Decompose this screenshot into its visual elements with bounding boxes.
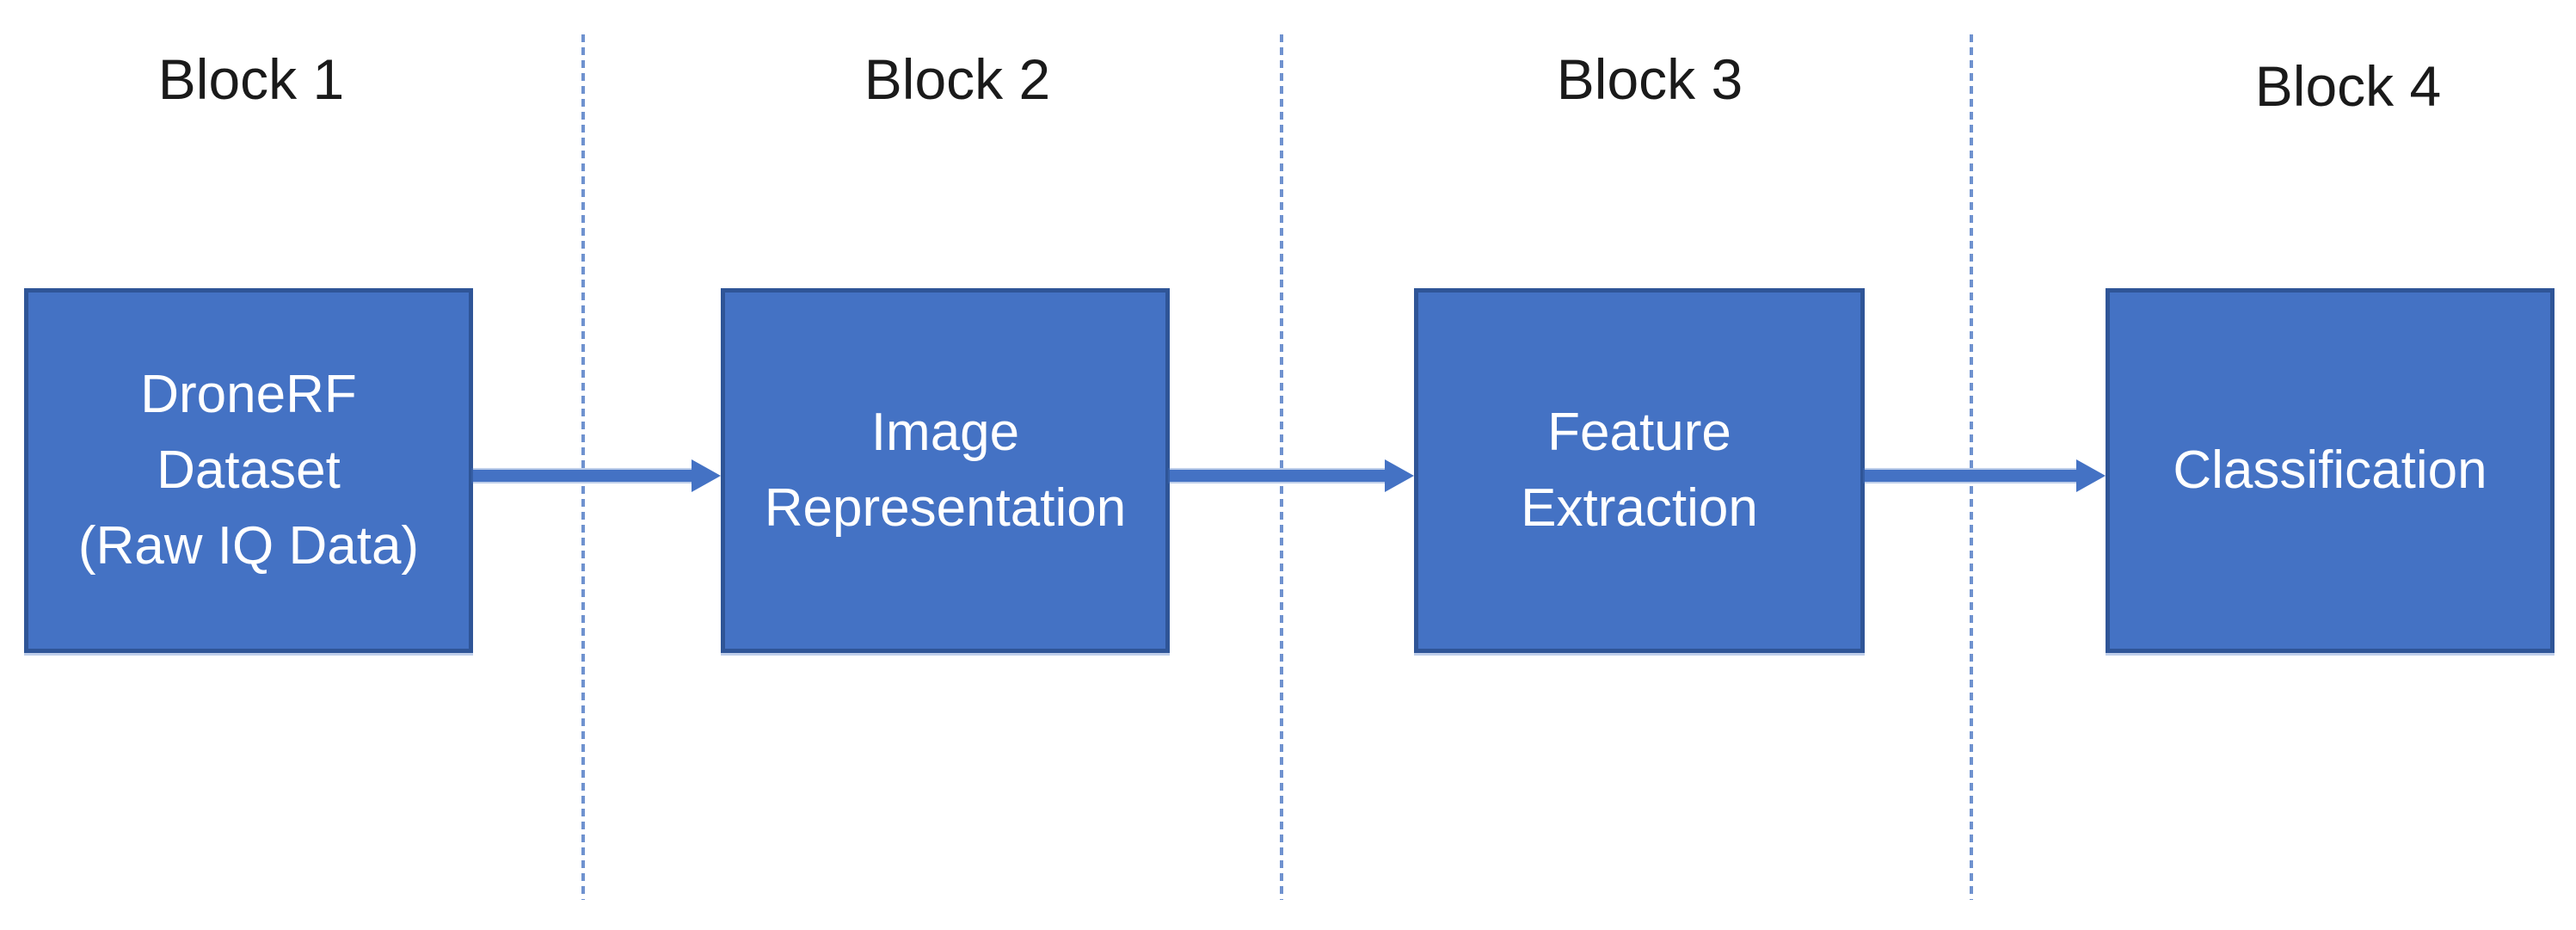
- box-text-line: Feature: [1547, 403, 1731, 462]
- flow-box-classification: Classification: [2106, 288, 2554, 653]
- box-text-line: (Raw IQ Data): [77, 516, 420, 576]
- column-divider-2: [1280, 34, 1283, 900]
- block-label-4: Block 4: [2254, 54, 2442, 118]
- column-divider-3: [1970, 34, 1973, 900]
- box-text-line: Classification: [2173, 440, 2487, 500]
- arrow-head: [2076, 459, 2106, 492]
- box-text-line: Representation: [764, 478, 1127, 538]
- flow-box-dronerf-dataset: DroneRF Dataset (Raw IQ Data): [24, 288, 473, 653]
- flow-arrow-1: [473, 459, 721, 492]
- arrow-head: [692, 459, 721, 492]
- box-text-line: Extraction: [1521, 478, 1758, 538]
- block-label-2: Block 2: [864, 47, 1051, 111]
- flow-box-image-representation: Image Representation: [721, 288, 1170, 653]
- arrow-shaft: [473, 470, 692, 482]
- box-text-line: DroneRF: [140, 365, 357, 424]
- box-text-line: Image: [870, 403, 1020, 462]
- box-text-line: Dataset: [157, 440, 341, 500]
- flow-arrow-3: [1865, 459, 2106, 492]
- block-label-1: Block 1: [157, 47, 345, 111]
- column-divider-1: [581, 34, 585, 900]
- block-label-3: Block 3: [1556, 47, 1743, 111]
- arrow-shaft: [1170, 470, 1385, 482]
- arrow-head: [1385, 459, 1414, 492]
- flow-arrow-2: [1170, 459, 1414, 492]
- arrow-shaft: [1865, 470, 2076, 482]
- flow-box-feature-extraction: Feature Extraction: [1414, 288, 1865, 653]
